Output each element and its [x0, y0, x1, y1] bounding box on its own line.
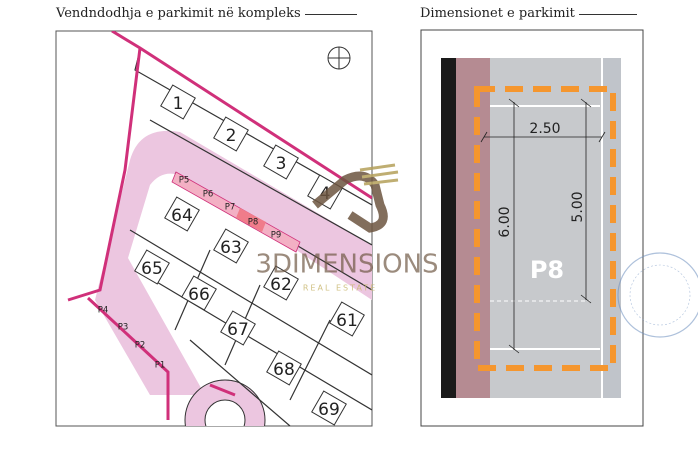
lot-label: 64 [171, 206, 193, 226]
parking-label: P3 [118, 323, 129, 333]
lot-label: 65 [141, 259, 163, 279]
parking-label: P2 [135, 341, 146, 351]
stall-dimension: 5.00 [570, 191, 586, 222]
lot-label: 1 [173, 94, 184, 114]
watermark-tagline: REAL ESTATE [303, 284, 377, 293]
lot-label: 68 [273, 360, 295, 380]
length-dimension: 6.00 [497, 206, 513, 237]
lot-label: 67 [227, 320, 249, 340]
parking-label: P1 [155, 361, 166, 371]
official-stamp [617, 252, 698, 338]
parking-p8-highlight [236, 208, 266, 232]
site-plan: 1 2 3 4 64 63 65 66 62 67 61 68 69 P5 P6… [55, 30, 373, 427]
site-plan-title: Vendndodhja e parkimit në kompleks [56, 6, 357, 21]
north-arrow-icon [327, 46, 351, 70]
road [95, 130, 372, 396]
lot-label: 69 [318, 400, 340, 420]
lot-label: 61 [336, 311, 358, 331]
parking-label: P4 [98, 306, 109, 316]
lot-label: 3 [276, 154, 287, 174]
parking-label: P6 [203, 190, 214, 200]
site-plan-title-text: Vendndodhja e parkimit në kompleks [56, 6, 301, 21]
parking-dimensions: 2.50 6.00 5.00 P8 [420, 29, 644, 427]
parking-label: P8 [248, 218, 259, 228]
sidewalk [456, 58, 490, 398]
dimensions-title: Dimensionet e parkimit [420, 6, 637, 21]
dimensions-title-text: Dimensionet e parkimit [420, 6, 575, 21]
watermark-logo: 3DIMENSIONS REAL ESTATE [255, 163, 439, 293]
lot-label: 66 [188, 285, 210, 305]
parking-label: P9 [271, 231, 282, 241]
space-label: P8 [530, 256, 564, 284]
parking-label: P5 [179, 176, 190, 186]
lot-label: 2 [226, 126, 237, 146]
width-dimension: 2.50 [529, 121, 560, 137]
parking-outline [474, 86, 616, 371]
lot-label: 63 [220, 238, 242, 258]
property-boundary [67, 31, 372, 420]
watermark-brand: 3DIMENSIONS [255, 250, 438, 280]
parking-space [490, 58, 601, 398]
parking-label: P7 [225, 203, 236, 213]
lot-label: 62 [270, 275, 292, 295]
